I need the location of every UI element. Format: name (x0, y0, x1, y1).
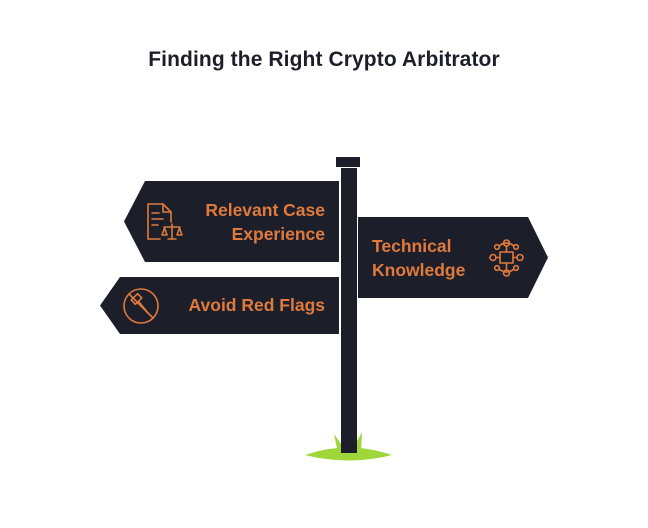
signpost-cap (336, 157, 360, 167)
sign-avoid-red-flags (100, 277, 339, 334)
no-gavel-icon (123, 288, 159, 324)
sign-label-avoid-red-flags: Avoid Red Flags (188, 295, 325, 315)
legal-document-scales-icon (147, 203, 183, 240)
sign-relevant-case-experience (124, 181, 339, 262)
signpost-pole (341, 168, 357, 453)
network-nodes-icon (489, 239, 524, 277)
sign-label-relevant-case-experience: Relevant Case Experience (205, 200, 325, 244)
sign-label-technical-knowledge: Technical Knowledge (372, 236, 466, 280)
diagram-title: Finding the Right Crypto Arbitrator (148, 48, 500, 71)
sign-technical-knowledge (358, 217, 548, 298)
